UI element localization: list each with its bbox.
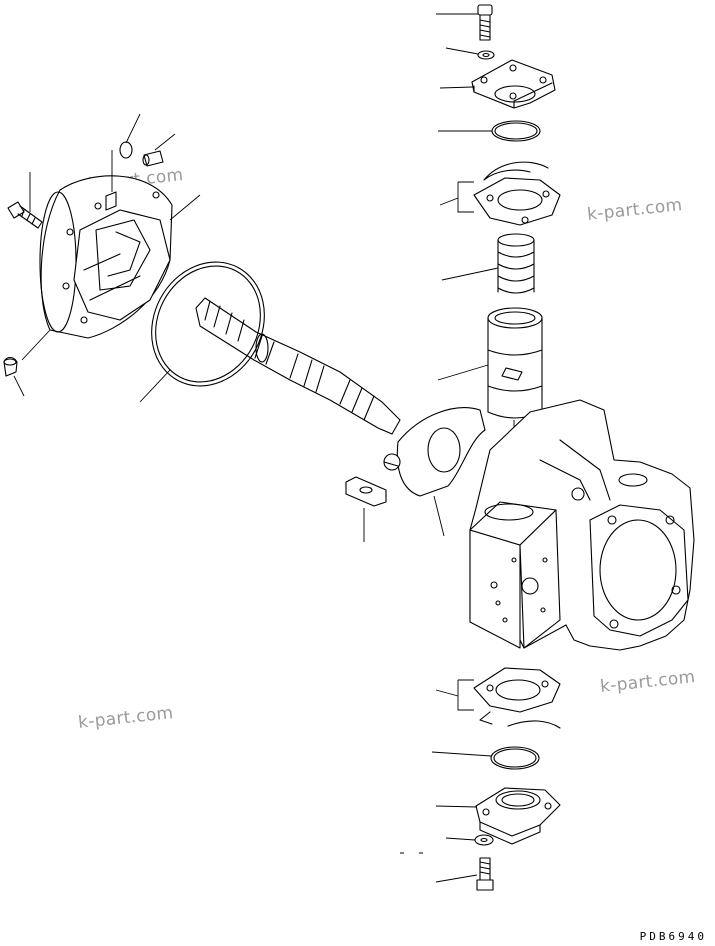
leader-o-ring-large (139, 369, 171, 403)
leader-o-ring-bottom (431, 751, 492, 757)
leader-bolt-bottom (435, 874, 478, 883)
pump-case[interactable] (469, 399, 695, 651)
bolt-left[interactable] (7, 201, 43, 229)
leader-cap-left (13, 375, 25, 397)
leader-spring (441, 267, 499, 281)
plate[interactable] (345, 476, 387, 507)
plug[interactable] (119, 141, 133, 159)
gasket-set-bottom[interactable] (473, 667, 561, 729)
pin[interactable] (142, 150, 164, 167)
washer-bottom[interactable] (474, 834, 494, 846)
leader-gasket-top (439, 181, 474, 213)
bolt-top[interactable] (477, 4, 493, 41)
leader-pin (154, 133, 176, 151)
shaft[interactable] (195, 297, 401, 435)
leader-cover-bottom (435, 805, 478, 808)
leader-flange-housing (169, 194, 201, 221)
key[interactable] (105, 191, 117, 211)
leader-gasket-bottom (435, 679, 474, 711)
leader-spool (437, 364, 489, 381)
cover-bottom[interactable] (475, 787, 561, 845)
flange-housing[interactable] (39, 175, 173, 339)
leader-cover-top (439, 86, 474, 89)
o-ring-top[interactable] (491, 120, 541, 142)
leader-housing-lower (21, 329, 51, 361)
cover-top[interactable] (471, 59, 556, 109)
washer-top[interactable] (477, 50, 495, 60)
leader-washer-bottom (445, 837, 476, 841)
swash-plate[interactable] (383, 407, 486, 497)
leader-plug (125, 113, 141, 144)
spring[interactable] (497, 233, 535, 294)
spool[interactable] (487, 307, 543, 419)
leader-washer-top (445, 47, 479, 55)
leader-swash-plate (433, 495, 445, 537)
o-ring-large[interactable] (130, 242, 285, 406)
cap-left[interactable] (3, 356, 18, 377)
drawing-reference: PDB6940 (639, 930, 707, 943)
bolt-bottom[interactable] (476, 857, 494, 891)
gasket-set-top[interactable] (473, 161, 561, 226)
o-ring-bottom[interactable] (490, 746, 540, 770)
